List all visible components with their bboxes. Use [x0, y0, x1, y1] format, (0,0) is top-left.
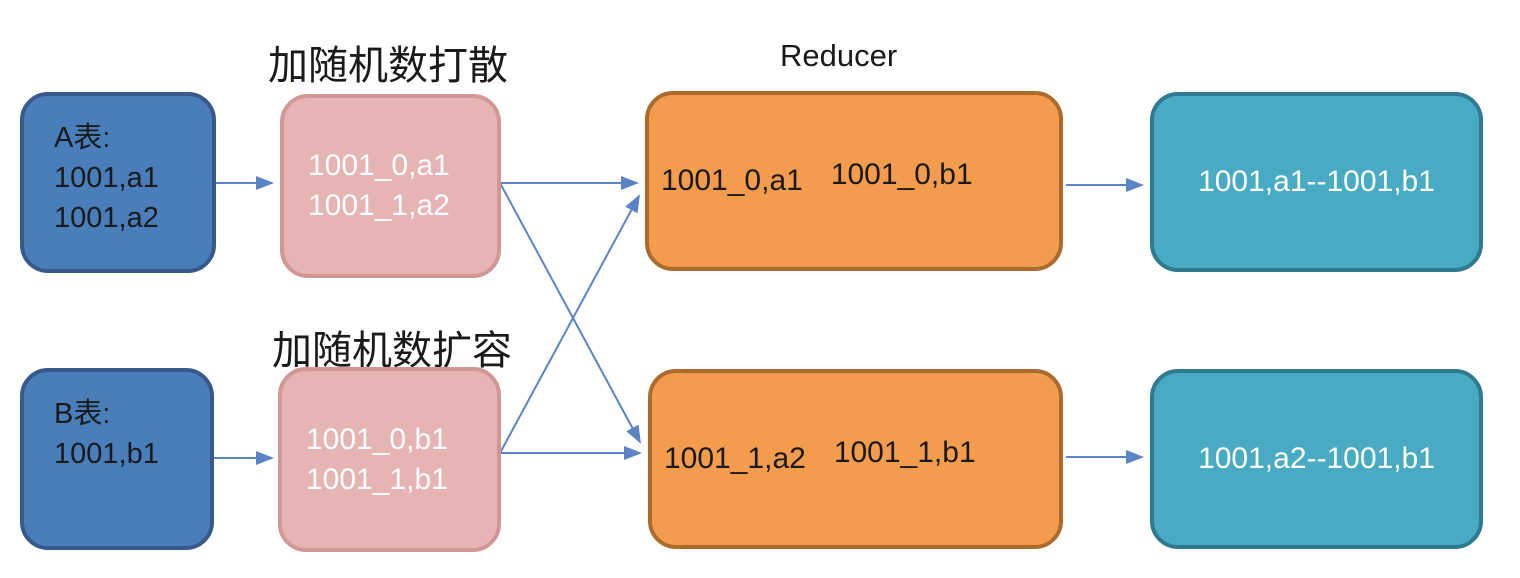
node-result-0: 1001,a1--1001,b1	[1150, 92, 1483, 272]
table-b-title: B表:	[54, 398, 111, 430]
table-b-row1: 1001,b1	[54, 438, 159, 470]
expanded-b-row1: 1001_0,b1	[306, 422, 448, 456]
scatter-step-heading: 加随机数打散	[268, 43, 508, 88]
table-a-row1: 1001,a1	[54, 162, 159, 194]
arrow-scatter-to-reducer1	[499, 182, 641, 444]
expand-step-heading: 加随机数扩容	[272, 328, 512, 373]
table-a-title: A表:	[54, 122, 111, 154]
table-a-row2: 1001,a2	[54, 202, 159, 234]
node-table-a: A表: 1001,a1 1001,a2	[20, 92, 216, 273]
expanded-b-row2: 1001_1,b1	[306, 462, 448, 496]
node-result-1: 1001,a2--1001,b1	[1150, 369, 1483, 549]
scattered-a-row2: 1001_1,a2	[308, 189, 450, 222]
node-expanded-b: 1001_0,b1 1001_1,b1	[278, 367, 501, 552]
reducer0-key-a: 1001_0,a1	[661, 164, 803, 197]
result1-text: 1001,a2--1001,b1	[1198, 442, 1435, 475]
node-reducer-1: 1001_1,a2 1001_1,b1	[648, 369, 1063, 549]
node-scattered-a: 1001_0,a1 1001_1,a2	[280, 94, 501, 278]
reducer0-key-b: 1001_0,b1	[830, 158, 973, 191]
reducer-heading: Reducer	[780, 38, 898, 73]
arrow-expand-to-reducer0	[499, 194, 640, 454]
reducer1-key-a: 1001_1,a2	[664, 442, 806, 475]
reducer1-key-b: 1001_1,b1	[833, 436, 976, 469]
scattered-a-row1: 1001_0,a1	[308, 149, 450, 182]
result0-text: 1001,a1--1001,b1	[1198, 165, 1435, 198]
node-reducer-0: 1001_0,a1 1001_0,b1	[645, 91, 1063, 271]
node-table-b: B表: 1001,b1	[20, 368, 214, 550]
